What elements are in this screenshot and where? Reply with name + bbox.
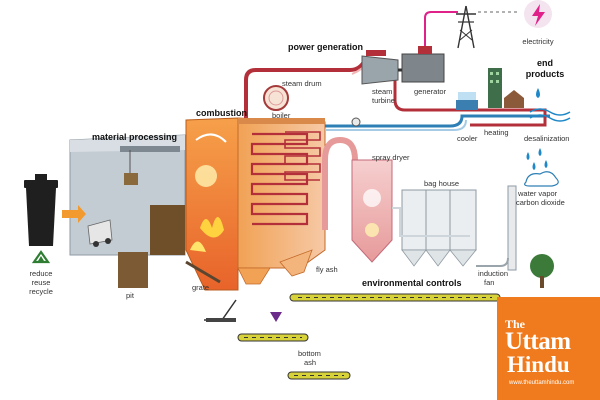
desalinization-icon: [529, 88, 571, 122]
label-reduce: reduce: [30, 269, 53, 278]
grate: [185, 260, 221, 284]
label-induction: induction: [478, 269, 508, 278]
label-generator: generator: [414, 87, 447, 96]
magnet-icon: [270, 312, 282, 322]
fly-ash-conveyor: [289, 293, 501, 302]
label-power-generation: power generation: [288, 42, 363, 52]
label-pit: pit: [126, 291, 135, 300]
power-line: [424, 11, 458, 46]
label-steam-drum: steam drum: [282, 79, 322, 88]
combustion-furnace: [185, 117, 239, 291]
waste-flow-arrow: [62, 205, 86, 223]
material-processing-building: [69, 134, 186, 288]
bottom-ash-conveyor-2: [287, 371, 351, 380]
boiler-coil: [250, 132, 309, 226]
brand-the: The: [505, 317, 526, 331]
ash-chute: [204, 299, 237, 321]
transmission-tower-icon: [456, 5, 476, 49]
recycle-icon: [31, 250, 51, 264]
label-electricity: electricity: [522, 37, 554, 46]
crane-grab-icon: [124, 173, 138, 185]
truck-icon: [87, 219, 113, 245]
boiler: [237, 117, 326, 285]
heating-buildings-icon: [488, 68, 524, 108]
label-recycle: recycle: [29, 287, 53, 296]
label-fan: fan: [484, 278, 494, 287]
label-steam: steam: [372, 87, 392, 96]
label-reuse: reuse: [32, 278, 51, 287]
flame-icon: [200, 216, 224, 238]
bottom-ash-conveyor-1: [237, 333, 309, 342]
cooler-icon: [456, 92, 478, 110]
label-turbine: turbine: [372, 96, 395, 105]
brand-logo: The Uttam Hindu www.theuttamhindu.com: [497, 297, 600, 400]
spray-dryer: [322, 136, 393, 263]
label-material-processing: material processing: [92, 132, 177, 142]
spray-burst: [363, 189, 381, 207]
label-bag-house: bag house: [424, 179, 459, 188]
label-combustion: combustion: [196, 108, 247, 118]
brand-hindu: Hindu: [507, 352, 570, 377]
label-fly-ash: fly ash: [316, 265, 338, 274]
steam-pipe: [244, 59, 367, 118]
label-heating: heating: [484, 128, 509, 137]
bag-house: [392, 189, 477, 267]
trash-bin-icon: [24, 174, 58, 246]
water-vapor-icon: [524, 148, 559, 187]
label-products: products: [526, 69, 565, 79]
label-environmental-controls: environmental controls: [362, 278, 462, 288]
label-carbon-dioxide: carbon dioxide: [516, 198, 565, 207]
label-bottom: bottom: [298, 349, 321, 358]
steam-drum: [263, 85, 289, 111]
label-grate: grate: [192, 283, 209, 292]
water-pipe: [325, 114, 550, 128]
brand-site: www.theuttamhindu.com: [509, 380, 575, 386]
brand-uttam: Uttam: [505, 328, 571, 355]
generator: [398, 46, 445, 83]
steam-turbine: [361, 50, 399, 85]
stack: [507, 185, 517, 271]
pit-icon: [118, 252, 148, 288]
pipe-valve: [351, 117, 361, 127]
label-boiler: boiler: [272, 111, 291, 120]
label-desalinization: desalinization: [524, 134, 569, 143]
electricity-icon: [524, 0, 552, 28]
label-spray-dryer: spray dryer: [372, 153, 410, 162]
label-ash: ash: [304, 358, 316, 367]
label-water-vapor: water vapor: [517, 189, 558, 198]
label-cooler: cooler: [457, 134, 478, 143]
flame-burst: [195, 165, 217, 187]
tree-icon: [530, 254, 554, 288]
label-end: end: [537, 58, 553, 68]
